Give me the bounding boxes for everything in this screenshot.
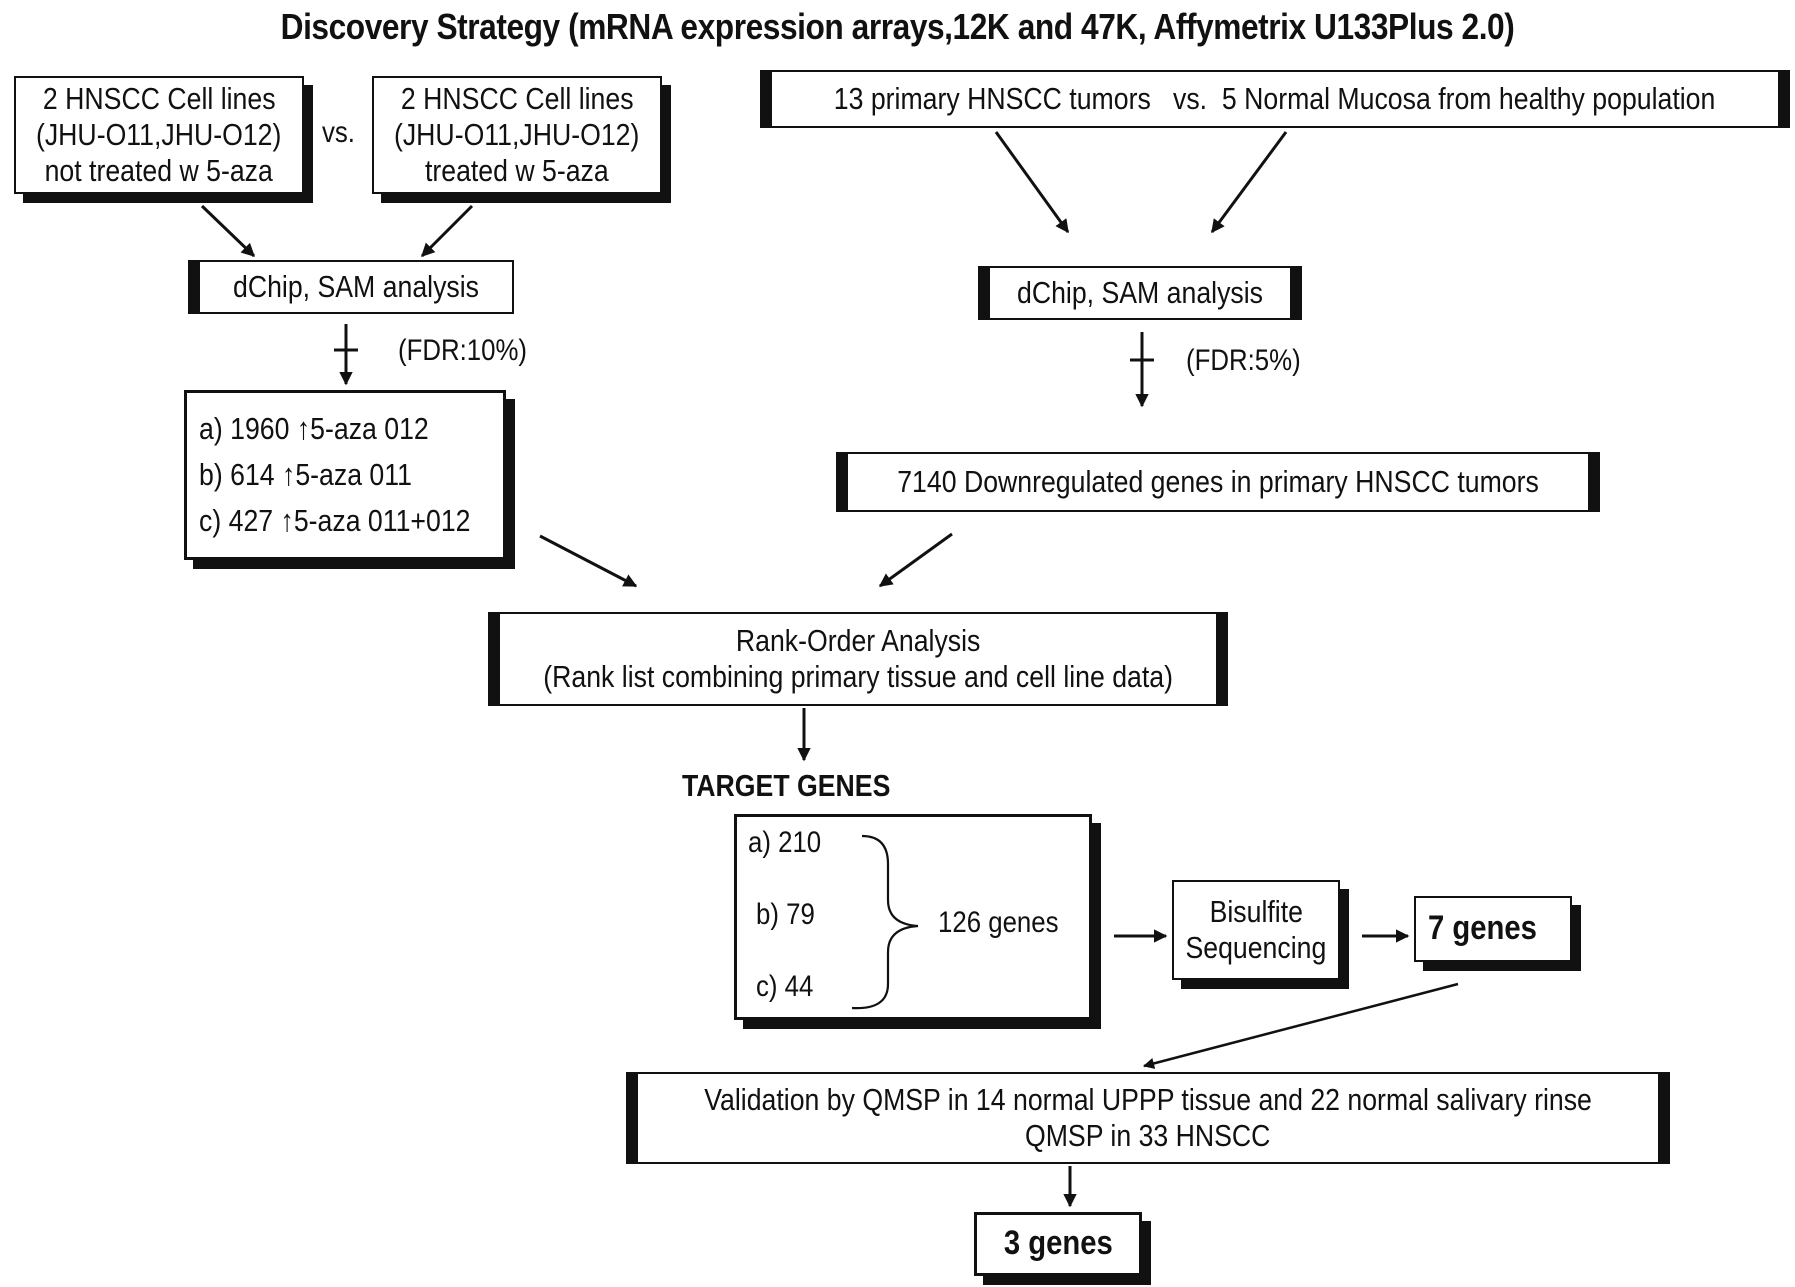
treated-line-1: 2 HNSCC Cell lines bbox=[400, 81, 634, 117]
right-fdr-label: (FDR:5%) bbox=[1186, 344, 1301, 377]
bisulfite-line-1: Bisulfite bbox=[1209, 894, 1303, 930]
bisulfite-line-2: Sequencing bbox=[1185, 930, 1327, 965]
downregulated-genes-label: 7140 Downregulated genes in primary HNSC… bbox=[897, 464, 1539, 500]
right-analysis-label: dChip, SAM analysis bbox=[1017, 275, 1263, 311]
three-genes-label: 3 genes bbox=[1003, 1224, 1113, 1263]
rank-order-title: Rank-Order Analysis bbox=[735, 623, 981, 659]
result-b: b) 614 ↑5-aza 011 bbox=[199, 457, 412, 493]
result-a: a) 1960 ↑5-aza 012 bbox=[199, 411, 429, 447]
left-analysis-label: dChip, SAM analysis bbox=[233, 269, 479, 305]
arrow-tumor-to-analysis-left bbox=[994, 131, 1070, 234]
target-b: b) 79 bbox=[756, 898, 815, 931]
rank-order-subtitle: (Rank list combining primary tissue and … bbox=[543, 659, 1173, 694]
treated-cell-lines-box: 2 HNSCC Cell lines (JHU-O11,JHU-O12) tre… bbox=[372, 76, 662, 194]
seven-genes-box: 7 genes bbox=[1414, 896, 1572, 962]
cell-line-results-box: a) 1960 ↑5-aza 012 b) 614 ↑5-aza 011 c) … bbox=[184, 390, 506, 560]
untreated-line-3: not treated w 5-aza bbox=[44, 152, 274, 188]
arrow-treated-to-analysis bbox=[420, 204, 474, 258]
vs-label: vs. bbox=[322, 116, 355, 149]
target-total: 126 genes bbox=[938, 906, 1059, 939]
arrow-results-to-rank bbox=[539, 534, 638, 588]
bisulfite-box: Bisulfite Sequencing bbox=[1172, 880, 1340, 980]
validation-box: Validation by QMSP in 14 normal UPPP tis… bbox=[626, 1072, 1670, 1164]
downregulated-genes-box: 7140 Downregulated genes in primary HNSC… bbox=[836, 452, 1600, 512]
target-a: a) 210 bbox=[748, 826, 822, 859]
validation-line-2: QMSP in 33 HNSCC bbox=[1025, 1118, 1271, 1153]
rank-order-box: Rank-Order Analysis (Rank list combining… bbox=[488, 612, 1228, 706]
left-analysis-box: dChip, SAM analysis bbox=[188, 260, 514, 314]
untreated-line-2: (JHU-O11,JHU-O12) bbox=[36, 117, 282, 153]
arrow-untreated-to-analysis bbox=[200, 204, 256, 258]
target-c: c) 44 bbox=[756, 970, 814, 1003]
right-analysis-box: dChip, SAM analysis bbox=[978, 266, 1302, 320]
untreated-line-1: 2 HNSCC Cell lines bbox=[42, 81, 276, 117]
arrow-downregulated-to-rank bbox=[878, 532, 953, 588]
seven-genes-label: 7 genes bbox=[1428, 909, 1537, 948]
validation-line-1: Validation by QMSP in 14 normal UPPP tis… bbox=[704, 1082, 1592, 1118]
result-c: c) 427 ↑5-aza 011+012 bbox=[199, 502, 471, 538]
arrow-tumor-to-analysis-right bbox=[1210, 131, 1288, 234]
three-genes-box: 3 genes bbox=[974, 1212, 1142, 1276]
treated-line-3: treated w 5-aza bbox=[425, 152, 609, 188]
treated-line-2: (JHU-O11,JHU-O12) bbox=[394, 117, 640, 153]
left-fdr-label: (FDR:10%) bbox=[398, 334, 528, 367]
tumor-vs-normal-label: 13 primary HNSCC tumors vs. 5 Normal Muc… bbox=[834, 81, 1716, 117]
target-genes-heading: TARGET GENES bbox=[682, 768, 891, 803]
untreated-cell-lines-box: 2 HNSCC Cell lines (JHU-O11,JHU-O12) not… bbox=[14, 76, 304, 194]
arrow-seven-to-validation bbox=[1142, 982, 1459, 1069]
diagram-title: Discovery Strategy (mRNA expression arra… bbox=[280, 6, 1515, 47]
tumor-vs-normal-box: 13 primary HNSCC tumors vs. 5 Normal Muc… bbox=[760, 70, 1790, 128]
